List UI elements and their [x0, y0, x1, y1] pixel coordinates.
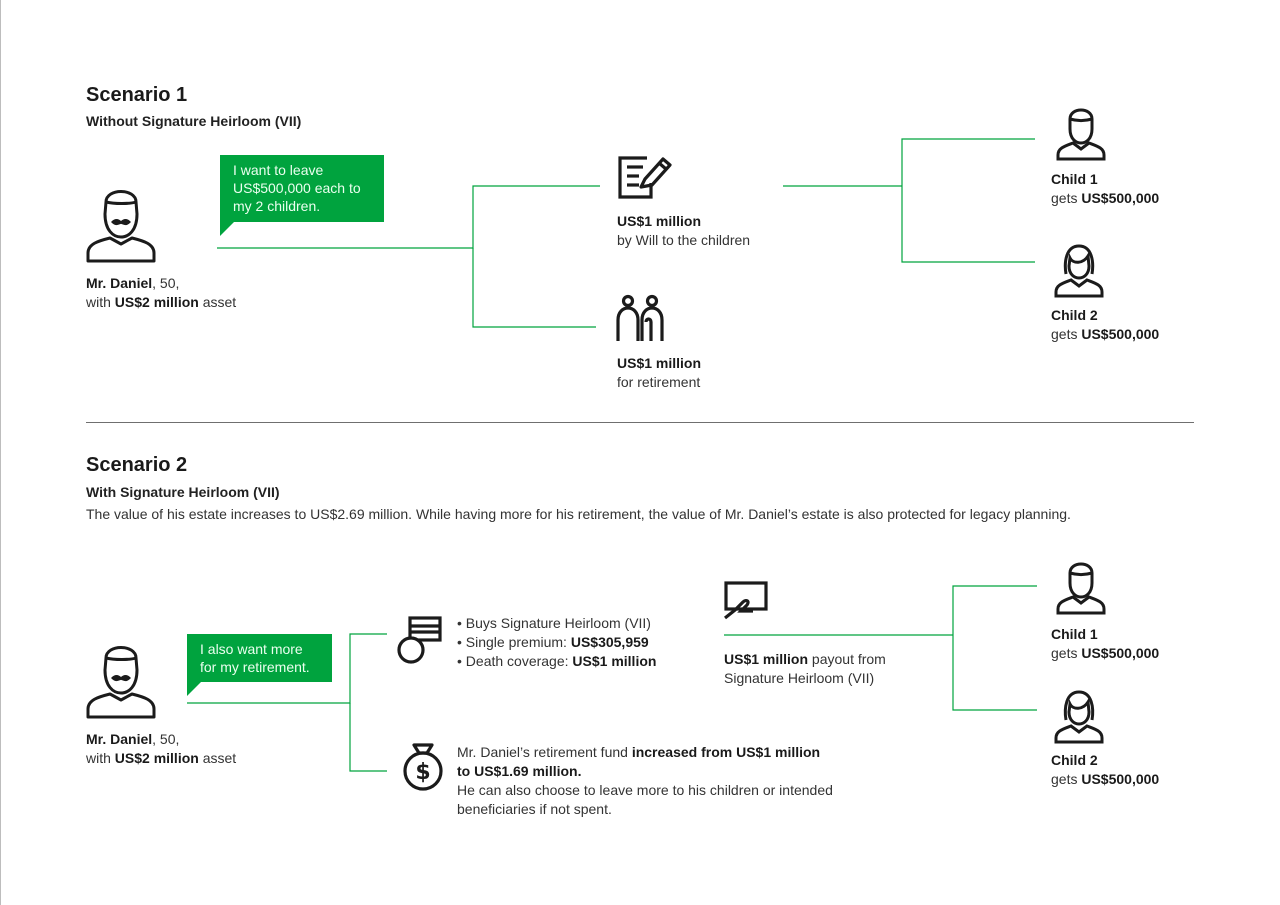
- scenario2-description: The value of his estate increases to US$…: [86, 506, 1071, 522]
- s1-will-block: US$1 million by Will to the children: [617, 212, 750, 250]
- s2-child1-amount: US$500,000: [1081, 645, 1160, 661]
- s2-fund-line-1-prefix: Mr. Daniel’s retirement fund: [457, 744, 632, 760]
- s1-bubble-tail: [220, 222, 234, 236]
- s1-retirement-caption: for retirement: [617, 374, 701, 390]
- man-with-mustache-icon: [84, 636, 158, 720]
- scenario2-subtitle: With Signature Heirloom (VII): [86, 484, 280, 500]
- scenario1-subtitle: Without Signature Heirloom (VII): [86, 113, 302, 129]
- s2-fund-line-2-bold: to US$1.69 million.: [457, 763, 582, 779]
- s2-fund-line-1-bold: increased from US$1 million: [631, 744, 821, 760]
- s2-child2-gets: gets: [1051, 771, 1082, 787]
- s2-payout-suffix: payout from: [808, 651, 886, 667]
- s2-person-with: with: [86, 750, 115, 766]
- s1-child1-gets: gets: [1051, 190, 1082, 206]
- s1-child2-gets: gets: [1051, 326, 1082, 342]
- female-child-icon: [1053, 688, 1105, 744]
- s1-retirement-block: US$1 million for retirement: [617, 354, 701, 392]
- s2-policy-bullet-1: • Buys Signature Heirloom (VII): [457, 615, 651, 631]
- s1-child2-label: Child 2: [1051, 307, 1098, 323]
- s2-payout-line-2: Signature Heirloom (VII): [724, 670, 875, 686]
- money-bag-icon: $: [402, 742, 444, 792]
- s1-bubble-line-1: I want to leave: [233, 162, 324, 178]
- s2-person-asset-suffix: asset: [198, 750, 237, 766]
- s2-connector-person-to-fund: [349, 703, 387, 772]
- man-with-mustache-icon: [84, 180, 158, 264]
- s2-fund-line-4: beneficiaries if not spent.: [457, 801, 612, 817]
- svg-text:$: $: [415, 760, 430, 785]
- s1-child1-amount: US$500,000: [1081, 190, 1160, 206]
- s1-child1-block: Child 1 gets US$500,000: [1051, 170, 1159, 208]
- s2-child2-amount: US$500,000: [1081, 771, 1160, 787]
- female-child-icon: [1053, 242, 1105, 298]
- s2-fund-line-3: He can also choose to leave more to his …: [457, 782, 833, 798]
- scenario-divider: [86, 422, 1194, 423]
- s1-connector-person-to-retirement: [472, 248, 596, 328]
- s2-child1-block: Child 1 gets US$500,000: [1051, 625, 1159, 663]
- s1-person-with: with: [86, 294, 115, 310]
- s1-will-amount: US$1 million: [617, 213, 702, 229]
- s2-speech-bubble: I also want more for my retirement.: [187, 634, 332, 682]
- s2-policy-coverage: US$1 million: [572, 653, 657, 669]
- s1-bubble-line-2: US$500,000 each to: [233, 180, 361, 196]
- scenario2-title: Scenario 2: [86, 454, 188, 476]
- s2-policy-premium: US$305,959: [570, 634, 649, 650]
- page-left-border: [0, 0, 1, 905]
- s2-fund-block: Mr. Daniel’s retirement fund increased f…: [457, 743, 833, 819]
- s2-child2-label: Child 2: [1051, 752, 1098, 768]
- s2-child1-label: Child 1: [1051, 626, 1098, 642]
- scenario1-title: Scenario 1: [86, 84, 188, 106]
- male-child-icon: [1055, 559, 1107, 615]
- elderly-couple-icon: [616, 294, 666, 344]
- s1-person-name: Mr. Daniel: [86, 275, 153, 291]
- s2-policy-bullet-3-prefix: • Death coverage:: [457, 653, 573, 669]
- will-document-icon: [617, 153, 675, 201]
- s1-will-caption: by Will to the children: [617, 232, 751, 248]
- coin-and-card-icon: [396, 615, 444, 665]
- s2-person-label: Mr. Daniel, 50, with US$2 million asset: [86, 730, 236, 768]
- s1-retirement-amount: US$1 million: [617, 355, 702, 371]
- s2-policy-bullets: • Buys Signature Heirloom (VII) • Single…: [457, 614, 656, 671]
- s2-bubble-line-1: I also want more: [200, 641, 303, 657]
- s1-child2-block: Child 2 gets US$500,000: [1051, 306, 1159, 344]
- s1-child2-amount: US$500,000: [1081, 326, 1160, 342]
- s2-child1-gets: gets: [1051, 645, 1082, 661]
- s1-person-asset: US$2 million: [114, 294, 199, 310]
- s1-child1-label: Child 1: [1051, 171, 1098, 187]
- male-child-icon: [1055, 105, 1107, 161]
- s2-person-asset: US$2 million: [114, 750, 199, 766]
- s2-payout-block: US$1 million payout from Signature Heirl…: [724, 650, 886, 688]
- s2-person-age: , 50,: [152, 731, 180, 747]
- s1-connector-child1: [901, 138, 1035, 263]
- s1-bubble-line-3: my 2 children.: [233, 198, 321, 214]
- s2-bubble-line-2: for my retirement.: [200, 659, 310, 675]
- s1-person-asset-suffix: asset: [198, 294, 237, 310]
- s2-child2-block: Child 2 gets US$500,000: [1051, 751, 1159, 789]
- s1-person-label: Mr. Daniel, 50, with US$2 million asset: [86, 274, 236, 312]
- s2-payout-amount: US$1 million: [724, 651, 809, 667]
- s1-speech-bubble: I want to leave US$500,000 each to my 2 …: [220, 155, 384, 222]
- s2-person-name: Mr. Daniel: [86, 731, 153, 747]
- s1-person-age: , 50,: [152, 275, 180, 291]
- hand-payout-icon: [723, 580, 769, 620]
- s2-bubble-tail: [187, 682, 201, 696]
- s2-policy-bullet-2-prefix: • Single premium:: [457, 634, 571, 650]
- s2-connector-children: [952, 585, 1037, 711]
